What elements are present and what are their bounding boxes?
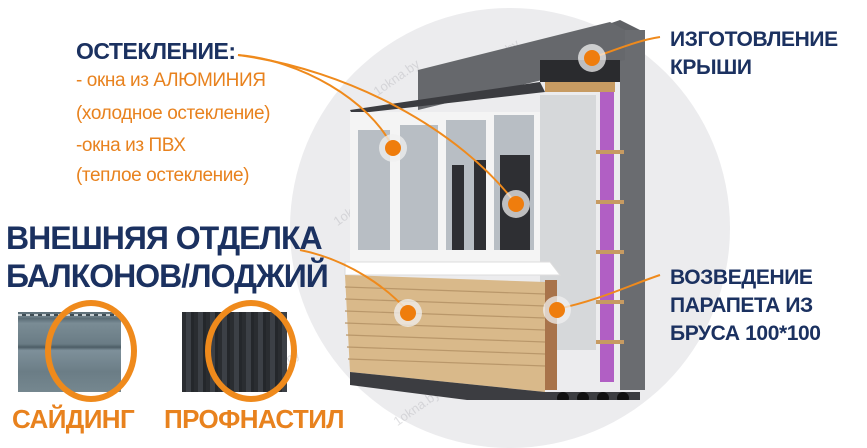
glazing-title: ОСТЕКЛЕНИЕ: — [76, 38, 236, 64]
glazing-pvc: -окна из ПВХ — [76, 135, 186, 156]
roof-label-line2: КРЫШИ — [670, 56, 752, 79]
glazing-cold-note: (холодное остекление) — [76, 103, 271, 124]
profiled-sheet-ring — [205, 300, 297, 402]
balcony-illustration — [330, 20, 650, 410]
hotspot-exterior-finish[interactable] — [400, 305, 416, 321]
main-heading-line1: ВНЕШНЯЯ ОТДЕЛКА — [6, 220, 323, 256]
hotspot-pvc-window[interactable] — [508, 196, 524, 212]
siding-ring — [45, 300, 137, 402]
glazing-aluminium: - окна из АЛЮМИНИЯ — [76, 70, 266, 91]
parapet-label-line2: ПАРАПЕТА ИЗ — [670, 294, 813, 317]
hotspot-roof[interactable] — [584, 50, 600, 66]
glazing-warm-note: (теплое остекление) — [76, 165, 250, 186]
balcony-drawing — [344, 20, 645, 410]
roof-label-line1: ИЗГОТОВЛЕНИЕ — [670, 28, 838, 51]
hotspot-aluminium-window[interactable] — [385, 140, 401, 156]
hotspot-parapet[interactable] — [549, 302, 565, 318]
profiled-sheet-label: ПРОФНАСТИЛ — [164, 404, 345, 434]
main-heading-line2: БАЛКОНОВ/ЛОДЖИЙ — [6, 258, 329, 294]
parapet-label-line3: БРУСА 100*100 — [670, 322, 821, 345]
parapet-label-line1: ВОЗВЕДЕНИЕ — [670, 266, 813, 289]
siding-label: САЙДИНГ — [12, 404, 135, 434]
